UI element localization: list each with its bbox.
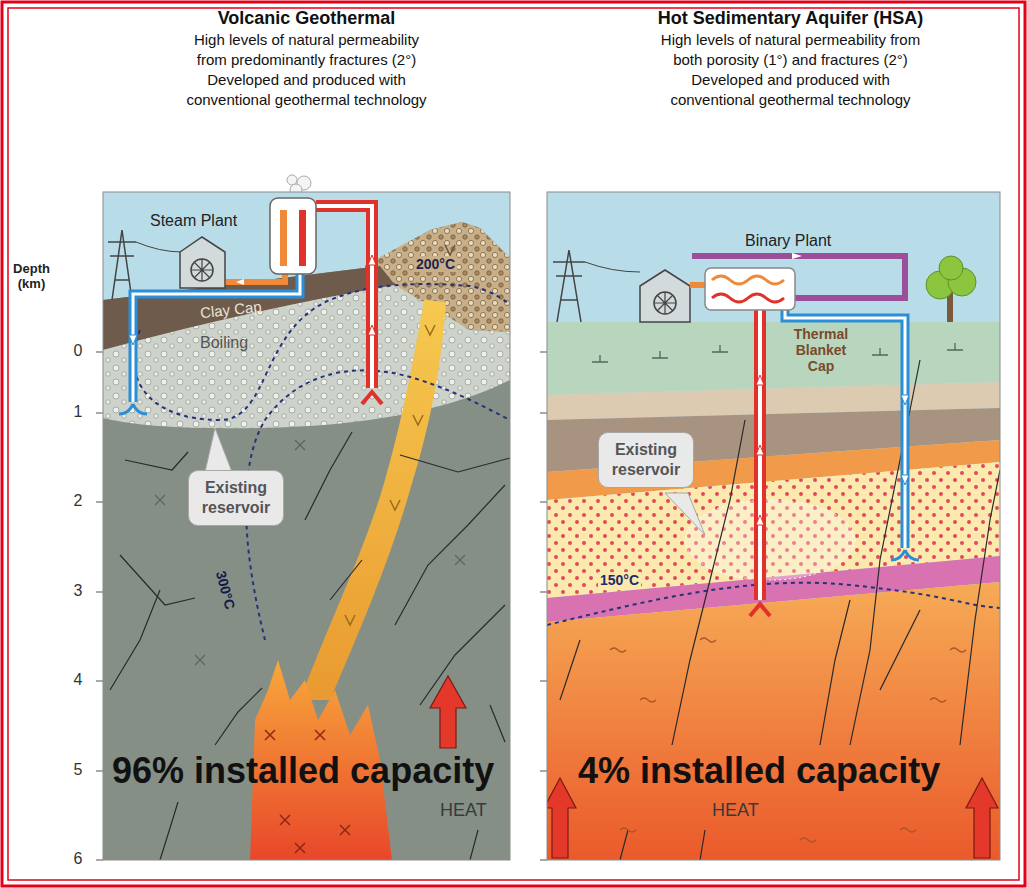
turbine-house xyxy=(640,270,690,322)
turbine-house xyxy=(180,237,225,288)
production-pipe xyxy=(316,206,382,404)
sedimentary-cross-section xyxy=(547,192,1000,860)
tree xyxy=(926,256,976,322)
depth-value: 4 xyxy=(66,671,90,689)
depth-value: 0 xyxy=(66,342,90,360)
panel-description: Developed and produced with conventional… xyxy=(182,70,432,110)
layer-label: Thermal Blanket Cap xyxy=(785,326,857,374)
steam-pipe xyxy=(226,274,285,285)
capacity-share: 4% installed capacity xyxy=(578,750,940,791)
isotherm xyxy=(547,583,1000,625)
panel-description: High levels of natural permeability from… xyxy=(182,30,432,70)
volcanic-cross-section xyxy=(103,192,510,860)
injection-pipe xyxy=(785,310,919,560)
plant-label: Steam Plant xyxy=(150,212,237,230)
fracture-lines xyxy=(560,360,1000,860)
reservoir-callout: Existing reservoir xyxy=(188,470,284,526)
depth-value: 1 xyxy=(66,403,90,421)
sky xyxy=(547,192,1000,860)
power-pylon xyxy=(553,250,640,322)
boiling-zone xyxy=(103,285,510,428)
temperature-label: 150°C xyxy=(598,572,641,588)
capacity-share: 96% installed capacity xyxy=(112,750,494,791)
isotherms xyxy=(134,284,510,640)
heat-exchanger xyxy=(705,268,795,310)
panel-outline xyxy=(547,192,1000,860)
geothermal-panel: Volcanic GeothermalHigh levels of natura… xyxy=(103,8,510,860)
depth-value: 5 xyxy=(66,761,90,779)
heat-arrow xyxy=(430,676,466,748)
heat-label: HEAT xyxy=(712,800,759,821)
panel-header: Hot Sedimentary Aquifer (HSA)High levels… xyxy=(564,6,1017,110)
rock-x-marks xyxy=(155,440,465,665)
injection-pipe xyxy=(119,274,300,414)
frame-inner xyxy=(8,8,1019,880)
callout-text: Existing reservoir xyxy=(194,478,278,518)
basement-symbols xyxy=(610,638,966,842)
geothermal-panel: Hot Sedimentary Aquifer (HSA)High levels… xyxy=(547,8,1000,860)
zone-label: Boiling xyxy=(200,334,248,352)
callout-pointer xyxy=(665,493,705,535)
temperature-label: 200°C xyxy=(414,256,457,272)
panel-title: Volcanic Geothermal xyxy=(103,6,510,30)
magma-x-marks xyxy=(265,730,350,853)
rock xyxy=(103,222,510,860)
heat-arrow xyxy=(547,778,576,858)
depth-value: 3 xyxy=(66,582,90,600)
steam-separator xyxy=(270,198,316,274)
reservoir-callout: Existing reservoir xyxy=(598,432,694,488)
production-pipe xyxy=(750,310,770,616)
heat-arrow xyxy=(966,778,998,858)
callout-pointer xyxy=(205,428,232,472)
callout-text: Existing reservoir xyxy=(604,440,688,480)
reservoir-outline xyxy=(685,500,855,580)
panel-outline xyxy=(103,192,510,860)
volcanic-v-marks xyxy=(345,245,455,625)
layer-label: Clay Cap xyxy=(199,298,262,322)
axis-title: Depth (km) xyxy=(8,262,55,292)
plant-label: Binary Plant xyxy=(745,232,831,250)
depth-value: 2 xyxy=(66,492,90,510)
depth-value: 6 xyxy=(66,850,90,868)
panel-description: Developed and produced with conventional… xyxy=(651,70,931,110)
temperature-label: 300°C xyxy=(212,567,239,613)
basement-layer xyxy=(547,582,1000,860)
panel-header: Volcanic GeothermalHigh levels of natura… xyxy=(103,6,510,110)
heat-label: HEAT xyxy=(440,800,487,821)
panel-title: Hot Sedimentary Aquifer (HSA) xyxy=(564,6,1017,30)
panel-description: High levels of natural permeability from… xyxy=(651,30,931,70)
sky xyxy=(103,192,510,860)
fracture-lines xyxy=(110,432,510,860)
